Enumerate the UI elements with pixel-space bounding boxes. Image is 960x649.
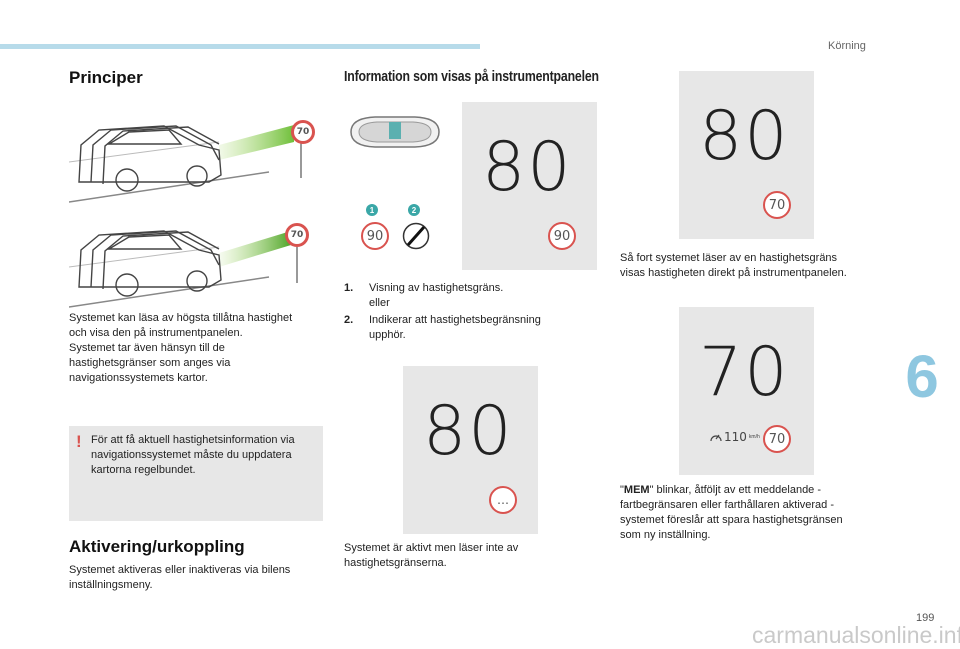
instrument-cluster-display: 80 70 — [679, 71, 814, 239]
warning-icon: ! — [76, 432, 82, 451]
instrument-cluster-display: 70 110 km/h 70 — [679, 307, 814, 475]
limit-read-caption: Så fort systemet läser av en hastighetsg… — [620, 252, 847, 279]
legend-list: 1. Visning av hastighetsgräns.eller 2. I… — [344, 281, 579, 343]
header-bar — [0, 44, 480, 49]
camera-icon — [345, 112, 445, 152]
watermark: carmanualsonline.info — [752, 622, 960, 648]
activation-paragraph: Systemet aktiveras eller inaktiveras via… — [69, 564, 291, 591]
limit-end-icon — [402, 222, 430, 250]
speed-sign: 70 — [285, 223, 309, 247]
chapter-tab: 6 — [905, 342, 939, 410]
current-speed-value: 70 — [699, 333, 790, 412]
callout-badge-2: 2 — [408, 204, 420, 216]
car-illustration-sign-read: 70 — [68, 100, 323, 205]
speed-unit: km/h — [748, 434, 760, 440]
set-speed-readout: 110 km/h — [709, 430, 760, 444]
principles-paragraph: Systemet kan läsa av högsta tillåtna has… — [69, 312, 293, 384]
speed-limit-icon: 70 — [763, 425, 791, 453]
speed-limiter-icon — [710, 434, 722, 442]
activation-heading: Aktivering/urkoppling — [69, 537, 245, 556]
current-speed-value: 80 — [699, 97, 790, 176]
callout-badge-1: 1 — [366, 204, 378, 216]
page-number: 199 — [916, 612, 935, 624]
warning-text: För att få aktuell hastighetsinformation… — [91, 434, 295, 476]
mem-paragraph: "MEM" blinkar, åtföljt av ett meddelande… — [620, 484, 843, 541]
instrument-cluster-display: 80 90 — [462, 102, 597, 270]
speed-limit-icon: 90 — [548, 222, 576, 250]
current-speed-value: 80 — [482, 128, 573, 207]
section-title: Körning — [828, 40, 866, 52]
instrument-cluster-display: 80 … — [403, 366, 538, 534]
speed-sign: 70 — [291, 120, 315, 144]
principles-heading: Principer — [69, 68, 143, 87]
warning-box — [69, 426, 323, 521]
current-speed-value: 80 — [423, 392, 514, 471]
car-illustration-nav-map: 70 — [68, 215, 323, 310]
speed-limit-icon: 70 — [763, 191, 791, 219]
no-limit-caption: Systemet är aktivt men läser inte av has… — [344, 542, 519, 569]
legend-item: 1. Visning av hastighetsgräns.eller — [344, 282, 504, 309]
set-speed-value: 110 — [724, 430, 747, 444]
speed-limit-icon: 90 — [361, 222, 389, 250]
speed-limit-unknown-icon: … — [489, 486, 517, 514]
mem-label: MEM — [623, 484, 650, 496]
dashboard-info-heading: Information som visas på instrumentpanel… — [344, 68, 599, 85]
